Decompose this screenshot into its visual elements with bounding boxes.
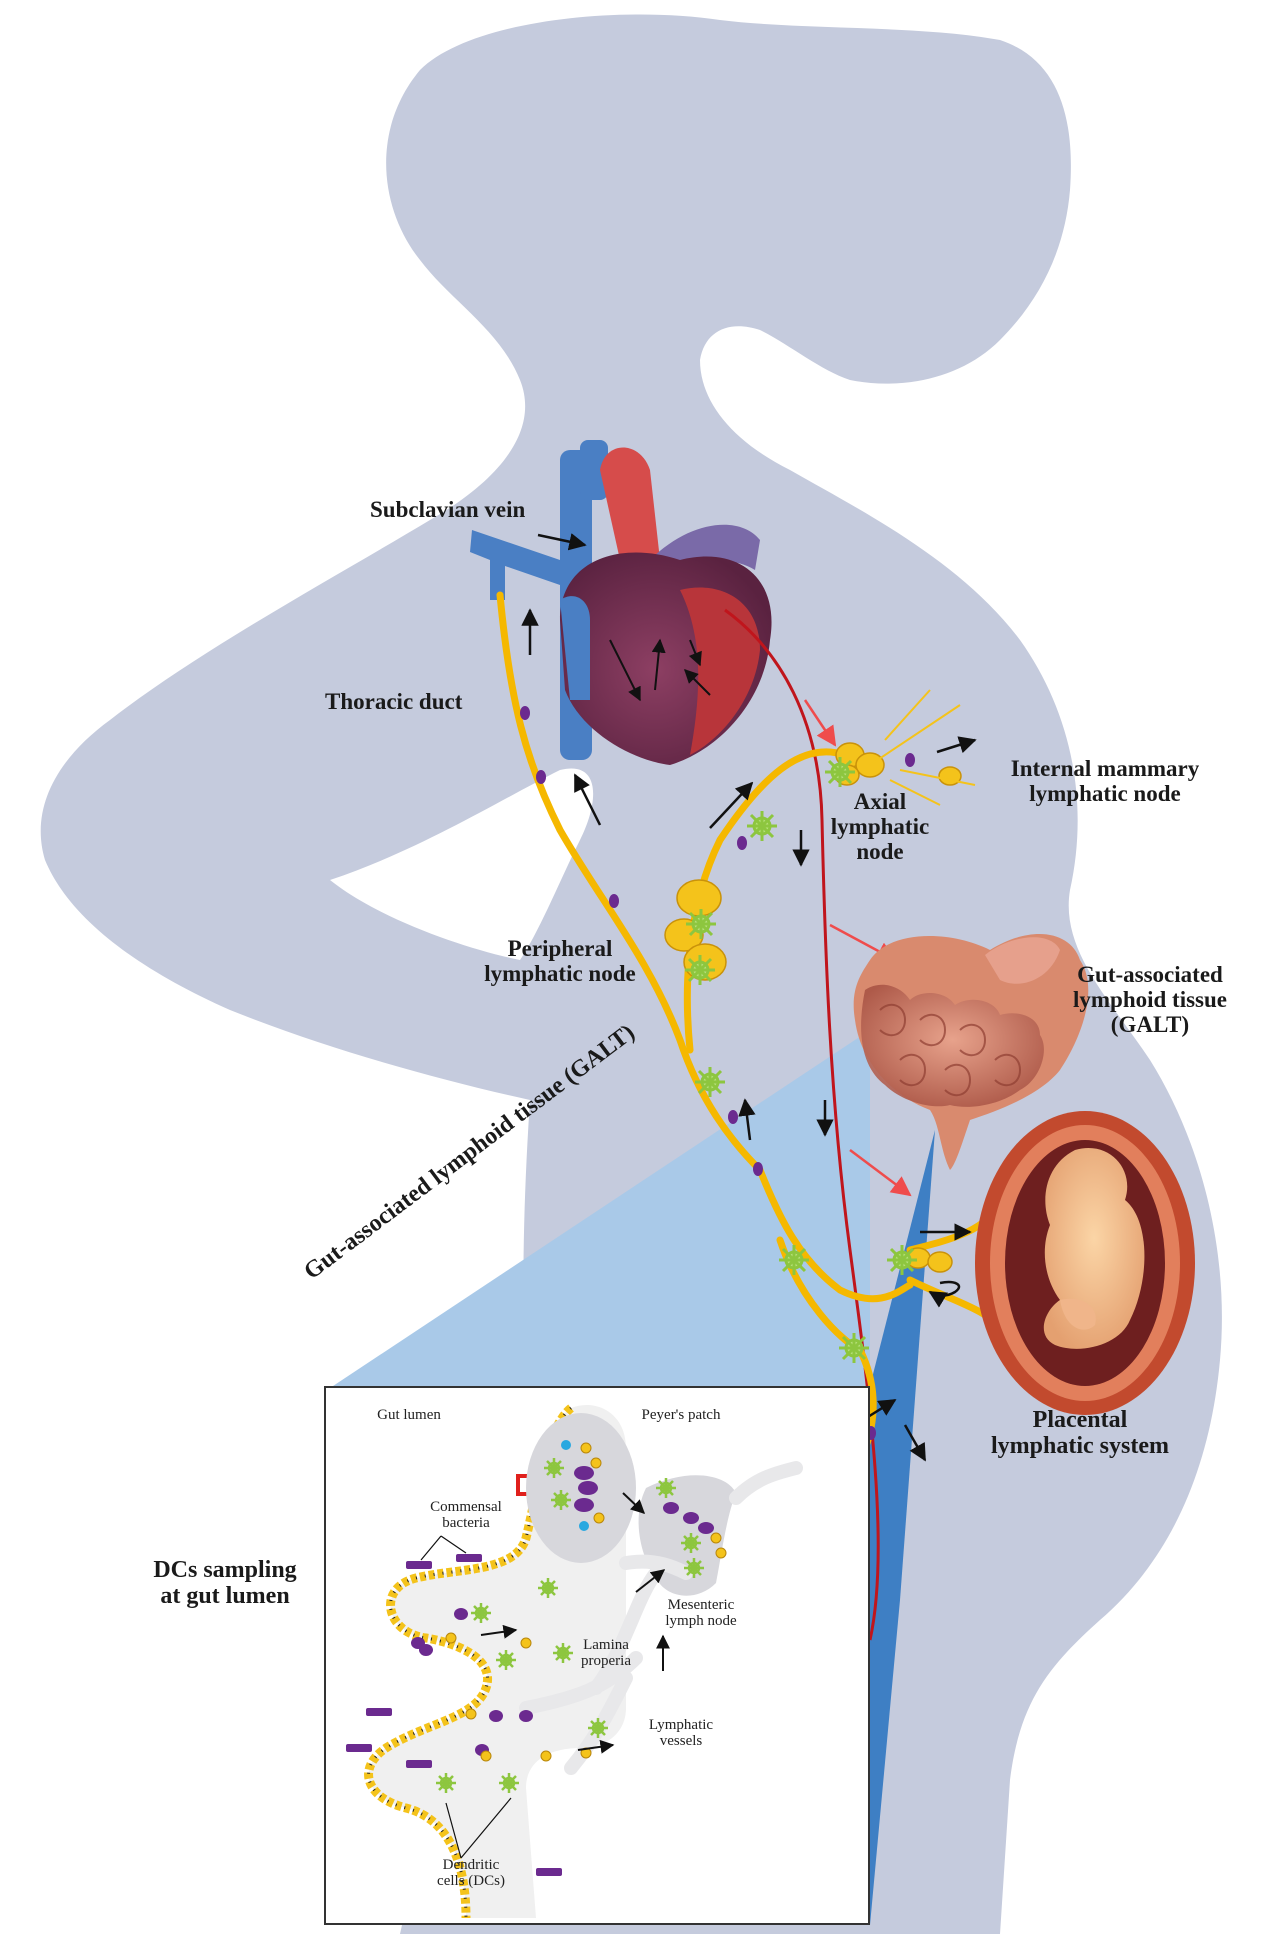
label-internal-mammary-line2: lymphatic node [1029,780,1181,806]
inset-label-gut-lumen: Gut lumen [377,1407,441,1423]
label-axial-line2: lymphatic [830,813,930,839]
label-galt-right: Gut-associated lymphoid tissue (GALT) [1040,962,1260,1037]
heart-illustration [560,447,772,765]
label-galt-right-line2: lymphoid tissue [1072,986,1227,1012]
label-dcs-line2: at gut lumen [160,1582,290,1609]
inset-panel: Gut lumen Peyer's patch Commensal bacter… [324,1386,870,1925]
epithelium-border [364,1404,575,1919]
label-axial-line1: Axial [853,789,907,814]
label-galt-right-line1: Gut-associated [1077,962,1223,987]
label-peripheral-line2: lymphatic node [484,960,636,986]
label-peripheral-line1: Peripheral [507,936,613,961]
inset-label-commensal: Commensal bacteria [411,1499,521,1532]
inset-cells-blue [561,1440,589,1531]
body-silhouette [40,14,1222,1934]
inset-label-commensal-line2: bacteria [442,1514,490,1531]
commensal-bacteria [346,1554,562,1876]
lymphocytes [520,706,915,1440]
galt-zoom-wedge-dark [870,1130,935,1925]
gut-illustration [853,933,1089,1170]
bacteria-pointer [420,1535,467,1561]
inset-flow-arrows [480,1492,670,1754]
inset-label-lymphatic-line2: vessels [659,1732,703,1749]
label-placental: Placental lymphatic system [960,1407,1200,1460]
label-dcs-sampling: DCs sampling at gut lumen [130,1557,320,1610]
inset-cells-yellow [445,1442,727,1762]
inset-label-mesenteric: Mesenteric lymph node [646,1597,756,1630]
label-peripheral: Peripheral lymphatic node [460,936,660,987]
label-galt-right-line3: (GALT) [1110,1011,1190,1037]
arm-gap [330,768,594,960]
label-internal-mammary: Internal mammary lymphatic node [980,756,1230,807]
dendritic-cells [685,757,917,1363]
inset-label-lymphatic-vessels: Lymphatic vessels [626,1717,736,1750]
inset-label-lamina: Lamina properia [551,1637,661,1670]
inset-label-mesenteric-line1: Mesenteric [667,1597,735,1613]
inset-label-dendritic: Dendritic cells (DCs) [416,1857,526,1890]
inset-label-dendritic-line1: Dendritic [442,1857,500,1873]
inset-label-commensal-line1: Commensal [430,1499,502,1515]
inset-artwork [326,1388,868,1923]
label-internal-mammary-line1: Internal mammary [1010,756,1200,781]
label-placental-line2: lymphatic system [991,1432,1169,1459]
inset-label-peyers-patch: Peyer's patch [641,1407,721,1423]
label-thoracic-duct: Thoracic duct [325,689,463,714]
inset-label-lamina-line1: Lamina [583,1637,629,1653]
label-subclavian-vein: Subclavian vein [370,497,526,522]
label-axial-line3: node [856,838,904,864]
dc-pointer [445,1797,512,1859]
inset-label-mesenteric-line2: lymph node [665,1612,737,1629]
artery-line [724,608,880,1641]
inset-dendritic-cells [436,1458,704,1793]
label-dcs-line1: DCs sampling [153,1557,297,1583]
placenta-illustration [975,1111,1195,1415]
inset-label-lamina-line2: properia [581,1652,631,1669]
label-placental-line1: Placental [1032,1407,1128,1433]
label-axial: Axial lymphatic node [820,789,940,864]
internal-mammary-branches [869,689,976,806]
inset-label-lymphatic-line1: Lymphatic [648,1717,714,1733]
inset-label-dendritic-line2: cells (DCs) [437,1872,505,1889]
